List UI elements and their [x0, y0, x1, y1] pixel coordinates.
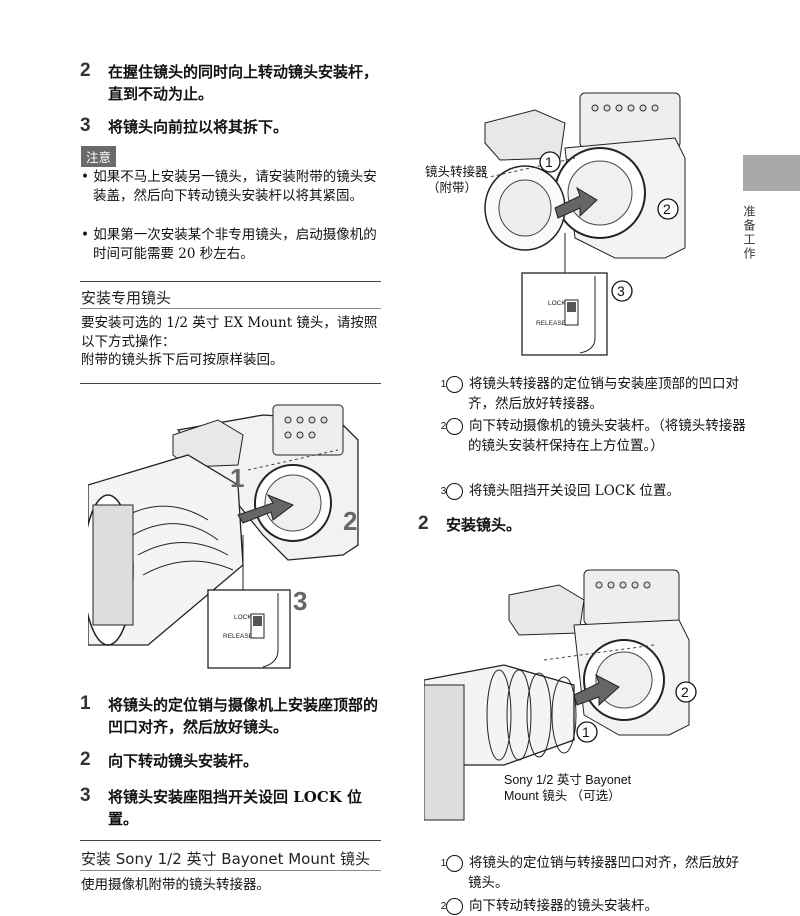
step-text: 将镜头向前拉以将其拆下。 — [108, 118, 289, 136]
note-item: • 如果不马上安装另一镜头，请安装附带的镜头安装盖，然后向下转动镜头安装杆以将其… — [81, 169, 377, 204]
section-rule — [80, 870, 381, 871]
step-number: 3 — [80, 785, 91, 806]
callout-2: 2 — [343, 506, 357, 536]
step-number: 2 — [80, 60, 91, 81]
lock-label: LOCK — [548, 300, 566, 307]
step-text: 将镜头安装座阻挡开关设回 LOCK 位置。 — [108, 788, 363, 828]
substep-mark: 1 — [441, 855, 463, 872]
bayonet-lens-illustration: 1 2 Sony 1/2 英寸 Bayonet Mount 镜头 （可选） — [424, 569, 697, 821]
step-number: 1 — [80, 693, 91, 714]
section-title: 安装 Sony 1/2 英寸 Bayonet Mount 镜头 — [81, 850, 370, 868]
note-item: • 如果第一次安装某个非专用镜头，启动摄像机的时间可能需要 20 秒左右。 — [81, 227, 377, 262]
side-tab-label: 准备工作 — [742, 205, 756, 261]
callout-3: 3 — [293, 586, 307, 616]
substep-text: 将镜头的定位销与转接器凹口对齐，然后放好镜头。 — [468, 855, 739, 891]
substep-mark: 3 — [441, 483, 463, 500]
step-text: 安装镜头。 — [446, 516, 522, 534]
substep-text: 将镜头转接器的定位销与安装座顶部的凹口对齐，然后放好转接器。 — [468, 376, 739, 412]
section-intro: 要安装可选的 1/2 英寸 EX Mount 镜头，请按照以下方式操作： — [81, 315, 378, 350]
adapter-illustration: 镜头转接器 （附带） 1 2 3 LOCK RELEASE — [425, 92, 686, 356]
section-title: 安装专用镜头 — [81, 289, 172, 307]
callout-2: 2 — [681, 684, 689, 700]
section-intro: 使用摄像机附带的镜头转接器。 — [81, 877, 270, 893]
step-number: 3 — [80, 115, 91, 136]
side-tab-marker — [743, 155, 800, 191]
section-rule — [80, 383, 381, 384]
step-text: 向下转动镜头安装杆。 — [108, 752, 259, 770]
release-label: RELEASE — [223, 633, 254, 640]
step-text: 将镜头的定位销与摄像机上安装座顶部的凹口对齐，然后放好镜头。 — [108, 696, 379, 736]
section-rule — [80, 281, 381, 282]
substep-text: 向下转动转接器的镜头安装杆。 — [469, 898, 658, 914]
substep-text: 将镜头阻挡开关设回 LOCK 位置。 — [469, 483, 681, 499]
section-intro: 附带的镜头拆下后可按原样装回。 — [81, 352, 284, 368]
section-rule — [80, 840, 381, 841]
lens-label: Sony 1/2 英寸 Bayonet — [504, 773, 632, 787]
lens-label: Mount 镜头 （可选） — [504, 788, 621, 803]
callout-1: 1 — [582, 724, 590, 740]
note-label: 注意 — [81, 146, 117, 167]
substep: 2 向下转动摄像机的镜头安装杆。（将镜头转接器的镜头安装杆保持在上方位置。） — [441, 416, 748, 456]
adapter-label: （附带） — [427, 180, 477, 195]
step-text: 在握住镜头的同时向上转动镜头安装杆，直到不动为止。 — [108, 63, 379, 103]
release-label: RELEASE — [536, 320, 567, 327]
section-rule — [80, 308, 381, 309]
callout-2: 2 — [663, 201, 671, 217]
step-number: 2 — [80, 749, 91, 770]
callout-1: 1 — [230, 463, 244, 493]
callout-3: 3 — [617, 283, 625, 299]
lock-label: LOCK — [234, 614, 252, 621]
adapter-label: 镜头转接器 — [425, 164, 488, 179]
substep-text: 向下转动摄像机的镜头安装杆。（将镜头转接器的镜头安装杆保持在上方位置。） — [468, 418, 746, 454]
substep-mark: 1 — [441, 376, 463, 393]
lens-mount-illustration: 1 2 3 LOCK RELEASE — [88, 404, 359, 669]
substep: 1 将镜头转接器的定位销与安装座顶部的凹口对齐，然后放好转接器。 — [441, 374, 748, 414]
step-number: 2 — [418, 513, 429, 534]
substep: 1 将镜头的定位销与转接器凹口对齐，然后放好镜头。 — [441, 853, 748, 893]
substep: 3 将镜头阻挡开关设回 LOCK 位置。 — [441, 481, 748, 501]
substep-mark: 2 — [441, 418, 463, 435]
callout-1: 1 — [545, 154, 553, 170]
